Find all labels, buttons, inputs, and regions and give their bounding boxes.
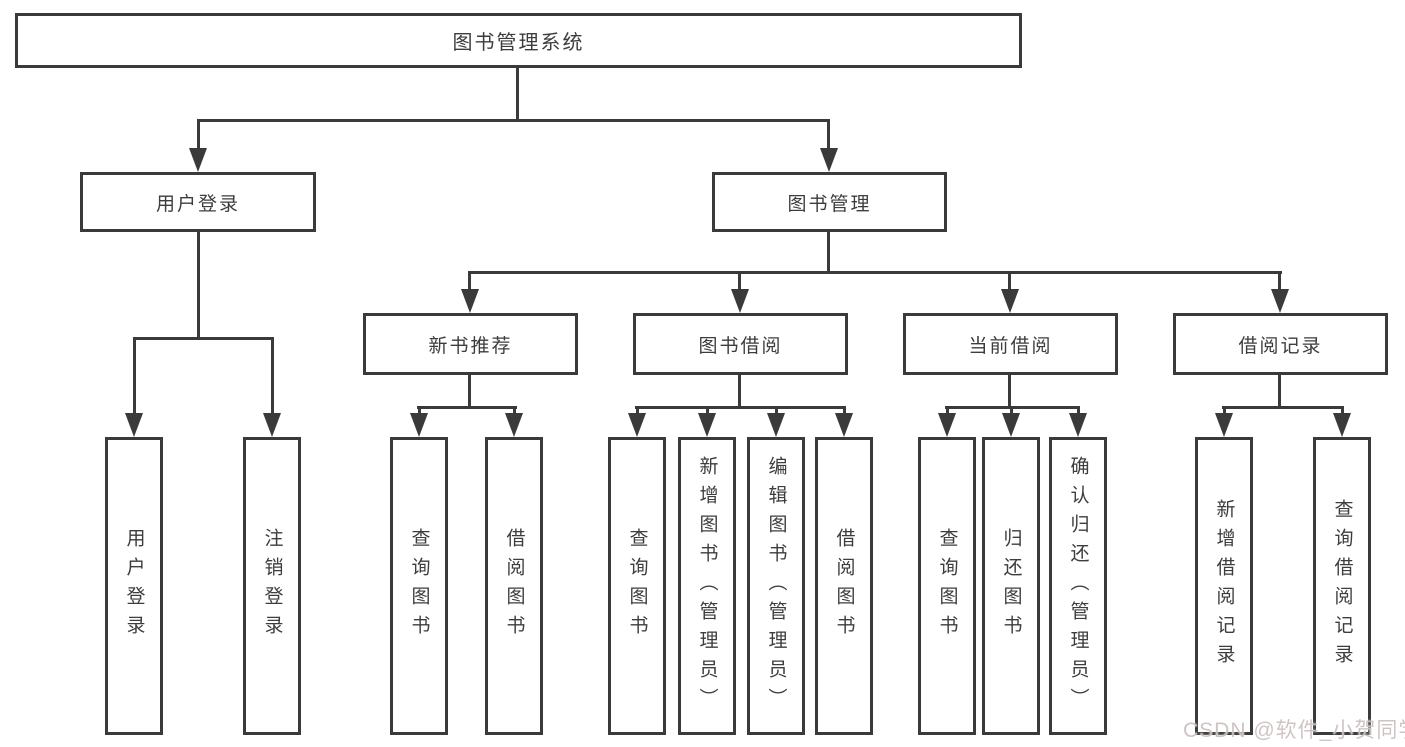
connector-bus xyxy=(133,337,274,340)
node-label: 新增借阅记录 xyxy=(1213,499,1235,673)
node-label: 借阅图书 xyxy=(503,528,525,644)
connector-line xyxy=(636,406,639,418)
node-label: 用户登录 xyxy=(155,193,240,215)
node-book-borrowing: 图书借阅 xyxy=(633,313,848,375)
node-label: 查询图书 xyxy=(626,528,648,644)
connector-bus xyxy=(635,406,846,409)
connector-line xyxy=(1010,406,1013,418)
arrow-down-icon xyxy=(125,413,143,437)
connector-bus xyxy=(1222,406,1344,409)
connector-bus xyxy=(197,119,830,122)
node-label: 借阅图书 xyxy=(833,528,855,644)
node-label: 注销登录 xyxy=(261,528,283,644)
node-borrowing-records: 借阅记录 xyxy=(1173,313,1388,375)
node-label: 编辑图书（管理员） xyxy=(765,455,787,717)
arrow-down-icon xyxy=(820,148,838,172)
arrow-down-icon xyxy=(263,413,281,437)
node-label: 查询借阅记录 xyxy=(1331,499,1353,673)
connector-line xyxy=(133,337,136,416)
connector-bus xyxy=(468,271,1282,274)
leaf-query-books: 查询图书 xyxy=(390,437,448,735)
node-label: 查询图书 xyxy=(936,528,958,644)
leaf-query-borrow-record: 查询借阅记录 xyxy=(1313,437,1371,735)
node-label: 新书推荐 xyxy=(428,335,513,357)
leaf-edit-books-admin: 编辑图书（管理员） xyxy=(747,437,805,735)
node-library-management-system: 图书管理系统 xyxy=(15,13,1022,68)
arrow-down-icon xyxy=(1333,413,1351,437)
node-label: 用户登录 xyxy=(123,528,145,644)
node-label: 新增图书（管理员） xyxy=(696,455,718,717)
leaf-logout-login: 注销登录 xyxy=(243,437,301,735)
arrow-down-icon xyxy=(189,148,207,172)
connector-line xyxy=(827,119,830,152)
arrow-down-icon xyxy=(1001,289,1019,313)
node-label: 确认归还（管理员） xyxy=(1067,455,1089,717)
leaf-user-login: 用户登录 xyxy=(105,437,163,735)
connector-line xyxy=(1223,406,1226,418)
connector-line xyxy=(946,406,949,418)
node-user-login: 用户登录 xyxy=(80,172,316,232)
connector-bus xyxy=(417,406,517,409)
arrow-down-icon xyxy=(410,413,428,437)
arrow-down-icon xyxy=(1069,413,1087,437)
node-new-book-recommendation: 新书推荐 xyxy=(363,313,578,375)
connector-line xyxy=(1278,375,1281,409)
connector-line xyxy=(468,271,471,293)
connector-line xyxy=(775,406,778,418)
node-label: 图书管理系统 xyxy=(452,32,585,54)
node-label: 图书管理 xyxy=(787,193,872,215)
csdn-watermark: CSDN @软件_小贺同学 xyxy=(1183,719,1405,742)
node-label: 当前借阅 xyxy=(968,335,1053,357)
arrow-down-icon xyxy=(1002,413,1020,437)
connector-line xyxy=(516,68,519,122)
connector-line xyxy=(1008,271,1011,293)
connector-line xyxy=(1077,406,1080,418)
connector-line xyxy=(738,271,741,293)
leaf-confirm-return-admin: 确认归还（管理员） xyxy=(1049,437,1107,735)
connector-line xyxy=(197,232,200,340)
arrow-down-icon xyxy=(835,413,853,437)
arrow-down-icon xyxy=(731,289,749,313)
node-label: 查询图书 xyxy=(408,528,430,644)
arrow-down-icon xyxy=(628,413,646,437)
arrow-down-icon xyxy=(698,413,716,437)
connector-line xyxy=(197,119,200,152)
connector-line xyxy=(827,232,830,274)
leaf-borrow-books: 借阅图书 xyxy=(485,437,543,735)
leaf-query-books: 查询图书 xyxy=(918,437,976,735)
leaf-query-books: 查询图书 xyxy=(608,437,666,735)
arrow-down-icon xyxy=(1271,289,1289,313)
arrow-down-icon xyxy=(505,413,523,437)
connector-line xyxy=(738,375,741,409)
arrow-down-icon xyxy=(767,413,785,437)
node-label: 归还图书 xyxy=(1000,528,1022,644)
arrow-down-icon xyxy=(938,413,956,437)
connector-line xyxy=(1008,375,1011,409)
arrow-down-icon xyxy=(461,289,479,313)
leaf-return-books: 归还图书 xyxy=(982,437,1040,735)
connector-line xyxy=(468,375,471,409)
connector-line xyxy=(1341,406,1344,418)
leaf-add-books-admin: 新增图书（管理员） xyxy=(678,437,736,735)
connector-line xyxy=(513,406,516,418)
connector-line xyxy=(418,406,421,418)
arrow-down-icon xyxy=(1215,413,1233,437)
leaf-add-borrow-record: 新增借阅记录 xyxy=(1195,437,1253,735)
node-label: 图书借阅 xyxy=(698,335,783,357)
connector-line xyxy=(271,337,274,416)
node-label: 借阅记录 xyxy=(1238,335,1323,357)
connector-line xyxy=(843,406,846,418)
node-current-borrowing: 当前借阅 xyxy=(903,313,1118,375)
leaf-borrow-books: 借阅图书 xyxy=(815,437,873,735)
connector-line xyxy=(1278,271,1281,293)
node-book-management: 图书管理 xyxy=(712,172,947,232)
connector-line xyxy=(706,406,709,418)
